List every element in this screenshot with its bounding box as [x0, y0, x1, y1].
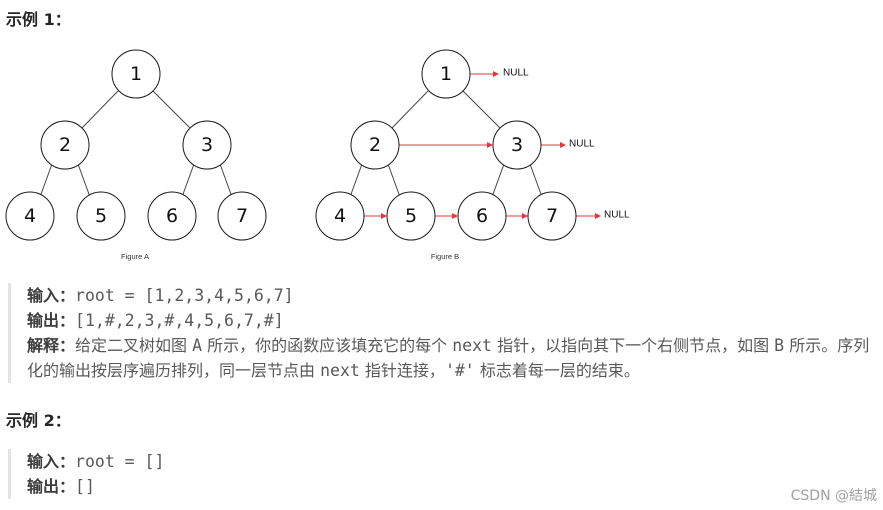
edge-2-5	[387, 163, 401, 198]
tree-node: 7	[217, 191, 267, 241]
edge-1-3	[462, 90, 501, 129]
figure-b: NULL NULL NULL 1 2 3 4 5 6 7 Figure B	[315, 49, 630, 261]
tree-node: 3	[492, 120, 542, 170]
input-line: 输入：root = [1,2,3,4,5,6,7]	[27, 283, 877, 308]
output-line: 输出：[1,#,2,3,#,4,5,6,7,#]	[27, 308, 877, 333]
edge-3-6	[181, 163, 195, 198]
figure-a-caption: Figure A	[121, 252, 149, 261]
explain-text: 指针连接，	[359, 361, 445, 380]
input-label: 输入：	[27, 286, 76, 305]
edge-2-4	[349, 163, 363, 198]
explain-code: B	[774, 336, 785, 355]
explain-code: next	[452, 336, 492, 355]
node-label: 4	[334, 205, 346, 227]
tree-node: 2	[350, 120, 400, 170]
csdn-watermark: CSDN @結城	[790, 488, 877, 504]
node-label: 3	[201, 134, 213, 156]
tree-node: 6	[457, 191, 507, 241]
output-label: 输出：	[27, 477, 76, 496]
output-label: 输出：	[27, 311, 76, 330]
output-value: []	[75, 477, 95, 496]
node-label: 4	[24, 205, 36, 227]
tree-node: 5	[386, 191, 436, 241]
input-value: root = []	[75, 452, 165, 471]
node-label: 7	[236, 205, 248, 227]
input-value: root = [1,2,3,4,5,6,7]	[75, 286, 294, 305]
tree-node: 4	[5, 191, 55, 241]
node-label: 1	[440, 63, 452, 85]
null-label: NULL	[569, 139, 595, 150]
node-label: 2	[369, 134, 381, 156]
tree-node: 3	[182, 120, 232, 170]
output-line: 输出：[]	[27, 474, 427, 499]
edge-2-5	[77, 163, 91, 198]
tree-node: 5	[76, 191, 126, 241]
null-label: NULL	[604, 210, 630, 221]
explain-text: 标志着每一层的结束。	[474, 361, 640, 380]
edge-3-6	[491, 163, 505, 198]
node-label: 6	[476, 205, 488, 227]
tree-figures: 1 2 3 4 5 6 7 Figure A NULL NULL NULL 1 …	[5, 49, 630, 261]
node-label: 6	[166, 205, 178, 227]
figure-a: 1 2 3 4 5 6 7 Figure A	[5, 49, 267, 261]
node-label: 5	[405, 205, 417, 227]
input-label: 输入：	[27, 452, 76, 471]
edge-2-4	[39, 163, 53, 198]
node-label: 1	[130, 63, 142, 85]
edge-3-7	[219, 163, 233, 198]
node-label: 5	[95, 205, 107, 227]
tree-node: 6	[147, 191, 197, 241]
explain-code: '#'	[444, 361, 475, 380]
edge-3-7	[529, 163, 543, 198]
example-2-heading: 示例 2：	[6, 411, 71, 430]
node-label: 3	[511, 134, 523, 156]
input-line: 输入：root = []	[27, 449, 427, 474]
explain-text: 给定二叉树如图	[75, 336, 193, 355]
tree-node: 1	[111, 49, 161, 99]
explain-code: A	[192, 336, 203, 355]
explain-code: next	[320, 361, 360, 380]
tree-node: 1	[421, 49, 471, 99]
edge-1-3	[152, 90, 191, 129]
explanation-line: 解释：给定二叉树如图 A 所示，你的函数应该填充它的每个 next 指针，以指向…	[27, 333, 877, 383]
explain-text: 所示。序列化的输出按层序遍历排列，同一层节点由	[27, 336, 870, 380]
explain-label: 解释：	[27, 336, 76, 355]
tree-node: 4	[315, 191, 365, 241]
example-1-heading: 示例 1：	[6, 10, 71, 29]
null-label: NULL	[503, 68, 529, 79]
edge-1-2	[391, 90, 429, 129]
example-2-block: 输入：root = [] 输出：[]	[8, 449, 427, 499]
explain-text: 指针，以指向其下一个右侧节点，如图	[491, 336, 775, 355]
edge-1-2	[81, 90, 119, 129]
example-1-block: 输入：root = [1,2,3,4,5,6,7] 输出：[1,#,2,3,#,…	[8, 283, 877, 383]
tree-node: 2	[40, 120, 90, 170]
node-label: 7	[546, 205, 558, 227]
tree-node: 7	[527, 191, 577, 241]
explain-text: 所示，你的函数应该填充它的每个	[202, 336, 453, 355]
node-label: 2	[59, 134, 71, 156]
figure-b-caption: Figure B	[431, 252, 459, 261]
output-value: [1,#,2,3,#,4,5,6,7,#]	[75, 311, 284, 330]
